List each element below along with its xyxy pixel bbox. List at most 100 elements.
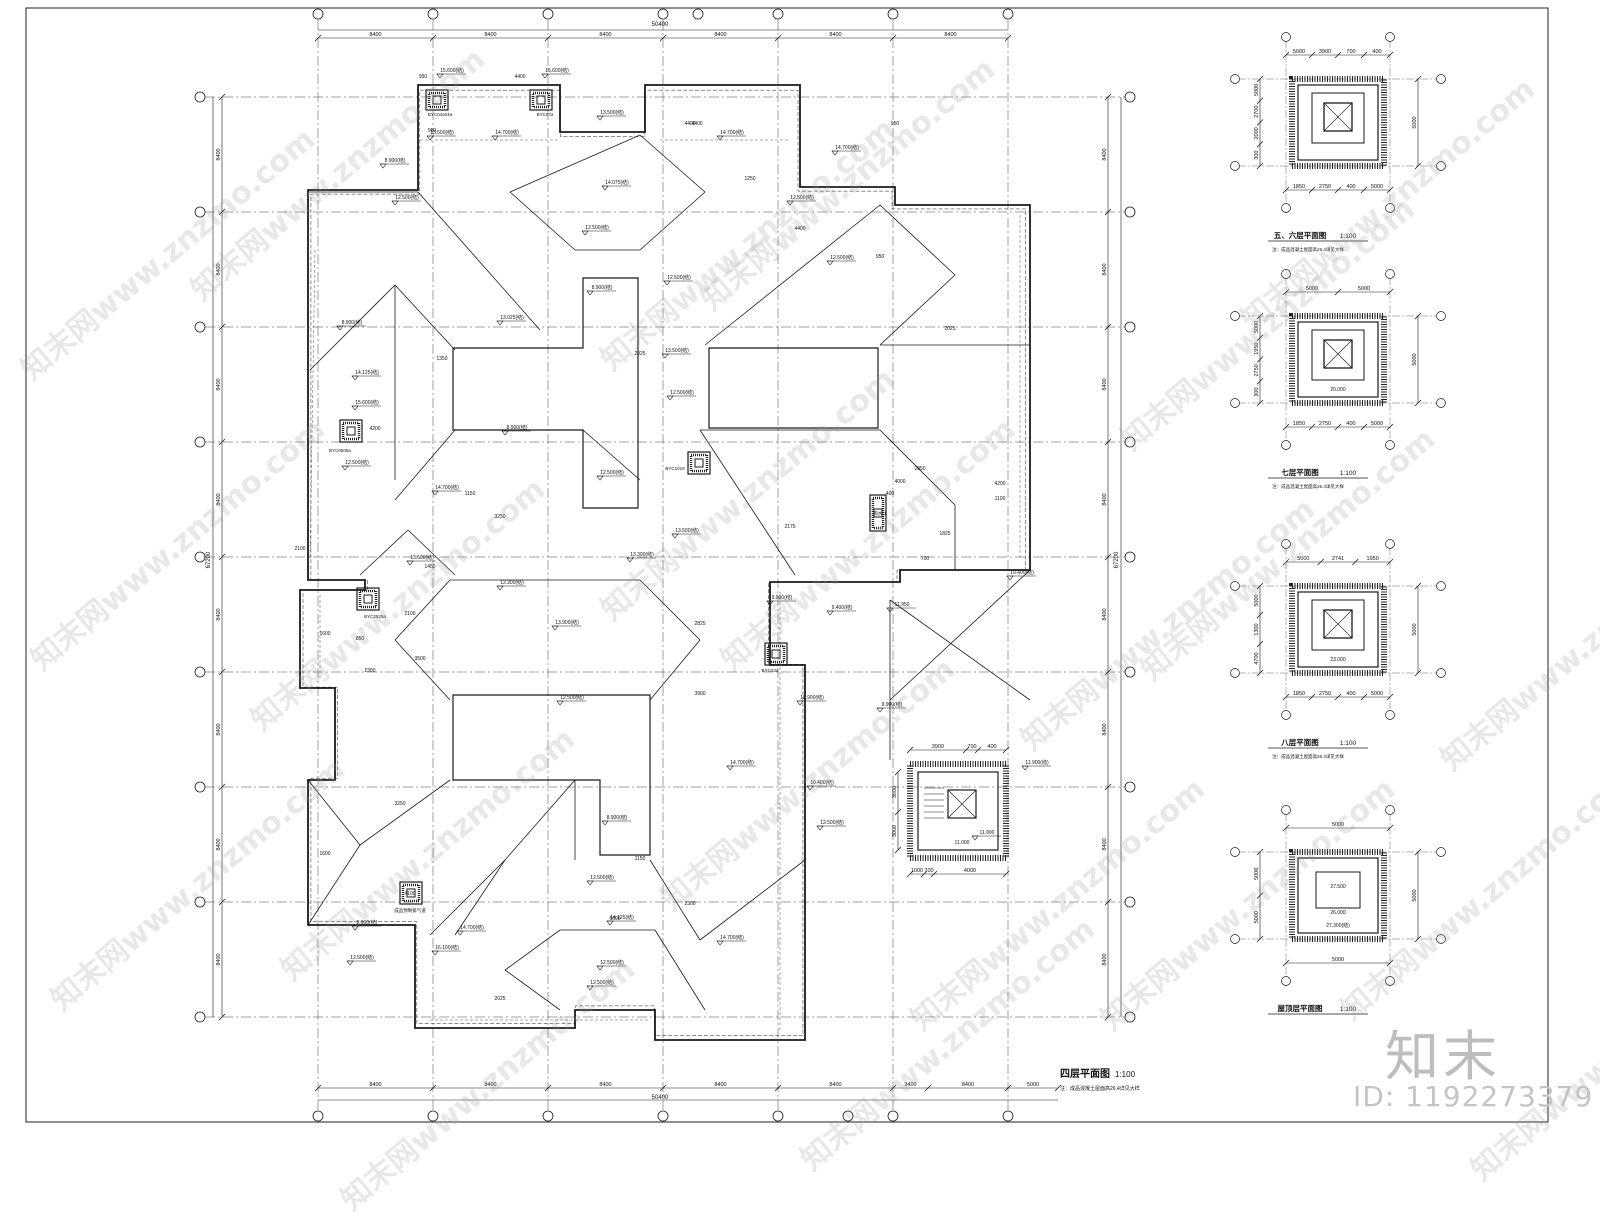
detail-grid-bubble <box>1436 74 1446 84</box>
detail-dim-bottom-tick <box>1360 693 1368 701</box>
dim-bottom-tick <box>314 1084 322 1092</box>
detail-dim-bottom-tick <box>1308 423 1316 431</box>
detail-wall <box>1297 84 1379 161</box>
stair-core <box>764 642 788 666</box>
elevation-triangle <box>391 200 399 206</box>
roof-hip-line <box>654 929 706 1011</box>
detail-dim-side-tick <box>1256 640 1264 648</box>
elevation-label: 12.500(结) <box>395 194 419 201</box>
core-dim-bottom-tick <box>920 870 928 878</box>
stair-core-shaft <box>873 508 883 518</box>
elevation-triangle <box>556 700 564 706</box>
elevation-triangle <box>581 230 589 236</box>
roof-hip-line <box>359 529 409 576</box>
detail-elev: 23.000 <box>1330 657 1346 663</box>
grid-bubble-top <box>542 8 554 20</box>
dim-top-tick <box>314 34 322 42</box>
detail-dim-side-label: 1950 <box>1254 343 1260 355</box>
elevation-triangle <box>671 533 679 539</box>
detail-shaft <box>1323 339 1353 369</box>
elevation-label: 8.900(结) <box>592 284 613 291</box>
stair-core-shaft <box>694 458 704 468</box>
detail-dim-top-tick <box>1334 51 1342 59</box>
detail-dim-top-tick <box>1308 51 1316 59</box>
stair-core <box>339 419 363 443</box>
roof-hip-line <box>649 639 701 701</box>
elevation-label: 9.400(结) <box>832 604 853 611</box>
inner-dim-label: 950 <box>419 74 428 80</box>
inner-dim-label: 1100 <box>995 496 1006 502</box>
grid-bubble-top <box>887 8 899 20</box>
detail-dim-top-label: 2741 <box>1332 556 1344 562</box>
roof-hip-line <box>394 579 451 641</box>
elevation-triangle <box>826 260 834 266</box>
detail-grid-bubble <box>1230 847 1240 857</box>
dim-top-label: 8400 <box>714 32 726 38</box>
roof-hip-line <box>639 191 706 251</box>
inner-dim-label: 4100 <box>404 891 415 897</box>
detail-grid-bubble <box>1385 976 1395 986</box>
elevation-label: 12.500(结) <box>670 389 694 396</box>
grid-bubble-bottom <box>772 1110 784 1122</box>
inner-dim-label: 4000 <box>894 479 905 485</box>
detail-dim-side-label: 2750 <box>1254 364 1260 376</box>
elevation-triangle <box>826 610 834 616</box>
detail-dim-bottom-tick <box>1360 186 1368 194</box>
dim-right-tick <box>1104 1013 1112 1021</box>
elevation-label: 14.125(结) <box>610 914 634 921</box>
dim-left-tick <box>218 668 226 676</box>
detail-dim-bottom-label: 5000 <box>1371 691 1383 697</box>
detail-dim-top-label: 1950 <box>1367 556 1379 562</box>
core-dim-side-tick <box>894 808 902 816</box>
detail-dim-side-tick <box>1256 892 1264 899</box>
inner-dim-label: 3250 <box>394 801 405 807</box>
detail-dim-side-right-label: 5000 <box>1412 116 1418 128</box>
elevation-triangle <box>586 880 594 886</box>
axis-grid <box>194 8 1136 1122</box>
elevation-triangle <box>346 960 354 966</box>
inner-dim-label: 950 <box>428 128 437 134</box>
detail-dim-bottom-label: 5000 <box>1371 421 1383 427</box>
elevation-triangle <box>726 765 734 771</box>
roof-hip-line <box>879 204 956 276</box>
dim-left-tick <box>218 323 226 331</box>
elevation-label: 13.025(结) <box>500 314 524 321</box>
dim-bottom-label: 3400 <box>904 1082 916 1088</box>
detail-shaft-cross <box>1323 609 1353 639</box>
elevation-triangle <box>786 200 794 206</box>
grid-bubble-top <box>772 8 784 20</box>
detail-note: 注：成品混凝土屋面高26.4详见大样 <box>1272 753 1344 760</box>
main-plan-title: 四层平面图 <box>1060 1068 1110 1080</box>
grid-bubble-right <box>1124 91 1136 103</box>
dim-right-label: 8400 <box>1102 148 1108 160</box>
elevation-label: 11.900(结) <box>1025 759 1049 766</box>
dim-left-label: 8400 <box>216 263 222 275</box>
grid-bubble-bottom <box>542 1110 554 1122</box>
dim-bottom-tick <box>429 1084 437 1092</box>
detail-dim-side-label: 1300 <box>1254 623 1260 635</box>
dim-top-tick <box>889 34 897 42</box>
stair-core-hatch <box>427 91 447 109</box>
core-dim-bottom-tick <box>906 870 914 878</box>
detail-dim-side-label: 2000 <box>1254 127 1260 139</box>
core-dim-bottom-tick <box>930 870 938 878</box>
overall-dim-top: 50400 <box>652 22 669 28</box>
detail-wall-hatch <box>1289 849 1387 942</box>
dim-bottom-tick <box>924 1084 932 1092</box>
core-dim-top-label: 3900 <box>932 744 944 750</box>
detail-dim-bottom-label: 1850 <box>1293 421 1305 427</box>
detail-dim-side-label: 300 <box>1254 388 1260 397</box>
elevation-label: 12.500(结) <box>667 274 691 281</box>
elevation-triangle <box>456 930 464 936</box>
grid-bubble-left <box>194 781 206 793</box>
roof-hip-line <box>699 859 806 941</box>
detail-grid-bubble <box>1230 398 1240 408</box>
grid-bubble-bottom <box>312 1110 324 1122</box>
detail-grid-bubble <box>1385 269 1395 279</box>
building-outline <box>299 84 1031 1041</box>
roof-hip-line <box>699 429 796 576</box>
dim-bottom-tick <box>889 1084 897 1092</box>
elevation-label: 10.400(结) <box>1010 569 1034 576</box>
inner-dim-label: 400 <box>886 491 895 497</box>
inner-dim-label: 4200 <box>994 481 1005 487</box>
